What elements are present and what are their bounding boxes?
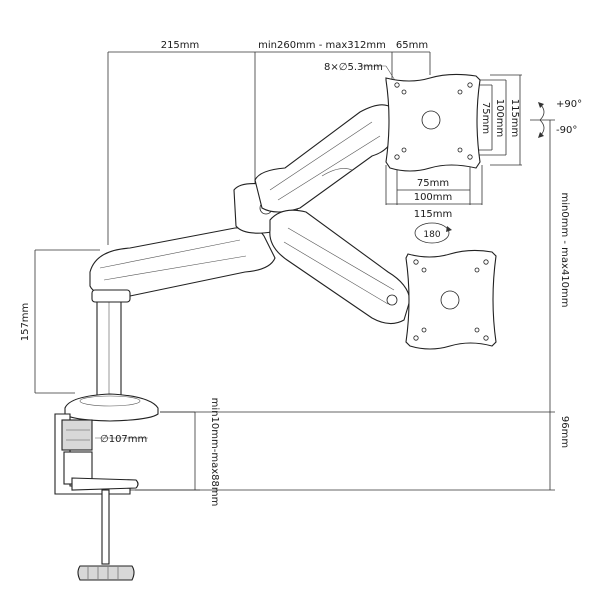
vesa-v-large-label: 115mm: [509, 99, 520, 138]
vesa-v-small-label: 75mm: [480, 102, 491, 134]
base-diameter-label: ∅107mm: [100, 434, 147, 445]
upper-arm-top: [254, 104, 397, 213]
vesa-plate-lower: [405, 249, 497, 350]
pole-height-label: 157mm: [20, 303, 31, 342]
dimension-lines: [34, 51, 555, 491]
lower-arm: [89, 227, 276, 303]
rotation-label: 180: [423, 230, 440, 240]
rotation-icon: 180: [414, 222, 452, 244]
dimension-labels: 215mm min260mm - max312mm 65mm 8×∅5.3mm …: [20, 40, 582, 506]
clamp-range-label: min10mm-max88mm: [209, 398, 220, 507]
upper-arm-lower: [269, 209, 411, 325]
vesa-h-small-label: 75mm: [417, 178, 449, 189]
tilt-arrows: [538, 102, 545, 138]
top-offset-label: 65mm: [396, 40, 428, 51]
height-range-label: min0mm - max410mm: [559, 192, 570, 307]
vesa-v-mid-label: 100mm: [494, 99, 505, 138]
tilt-up-label: +90°: [556, 99, 582, 110]
desk-clamp: [54, 299, 159, 581]
arm-reach-label: 215mm: [161, 40, 200, 51]
extension-label: min260mm - max312mm: [258, 40, 386, 51]
vesa-plate-top: [385, 73, 481, 172]
screw-spec-label: 8×∅5.3mm: [324, 62, 383, 73]
tilt-down-label: -90°: [556, 125, 577, 136]
vesa-h-large-label: 115mm: [414, 209, 453, 220]
vesa-h-mid-label: 100mm: [414, 192, 453, 203]
clamp-depth-label: 96mm: [559, 416, 570, 448]
